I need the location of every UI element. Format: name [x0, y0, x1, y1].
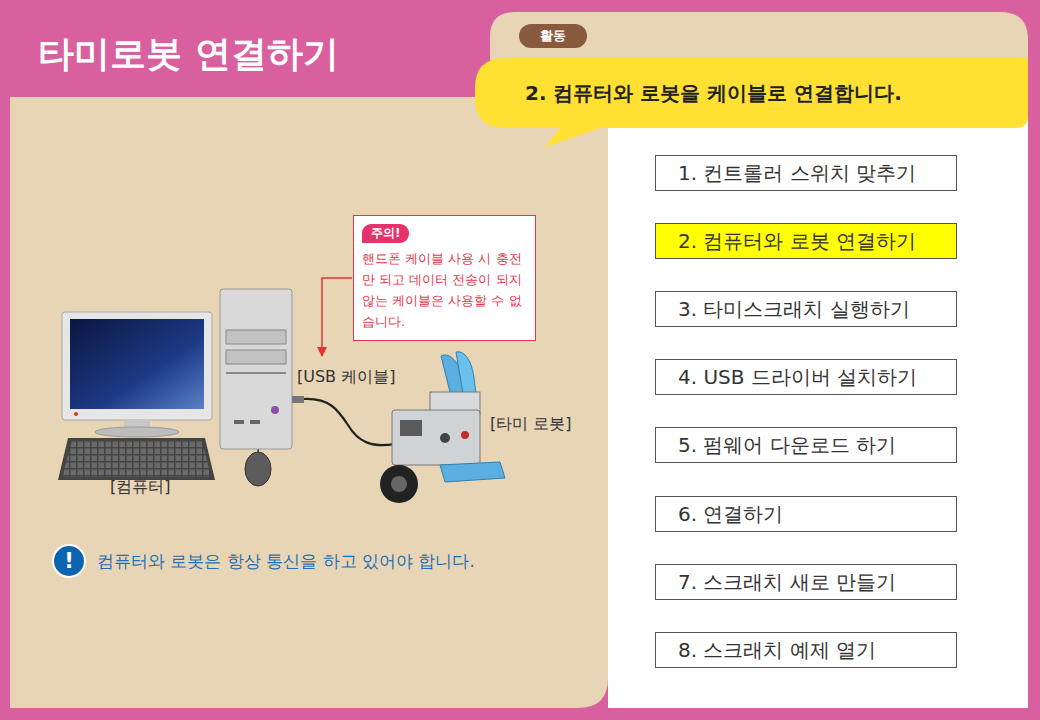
part-label: [타미 로봇]: [490, 414, 572, 435]
node-text: 8. 스크래치 예제 열기: [678, 633, 876, 667]
usb-plug: [292, 396, 304, 403]
node-text: 4. USB 드라이버 설치하기: [678, 360, 917, 394]
robot-hub: [391, 476, 407, 492]
tab-band: [490, 12, 1028, 60]
step-box: 5. 펌웨어 다운로드 하기: [655, 427, 957, 463]
keyboard-keys: [62, 441, 211, 477]
part-label: [USB 케이블]: [297, 367, 395, 388]
part-label: [컴퓨터]: [110, 477, 170, 498]
monitor-base: [95, 427, 179, 437]
robot-body: [392, 410, 480, 465]
monitor: [62, 312, 212, 420]
note-text: 컴퓨터와 로봇은 항상 통신을 하고 있어야 합니다.: [97, 550, 475, 573]
instruction-banner: 2. 컴퓨터와 로봇을 케이블로 연결합니다.: [475, 58, 1028, 128]
activity-tab: 활동: [519, 24, 587, 48]
node-text: 활동: [519, 24, 587, 48]
usb-port: [250, 420, 260, 424]
node-text: 5. 펌웨어 다운로드 하기: [678, 428, 896, 462]
content-panel: [10, 97, 608, 708]
robot-bolt: [440, 433, 450, 443]
node-text: 3. 타미스크래치 실행하기: [678, 292, 910, 326]
step-box: 4. USB 드라이버 설치하기: [655, 359, 957, 395]
drive-bay: [226, 350, 286, 364]
tower-line: [226, 372, 286, 374]
caution-box: 주의! 핸드폰 케이블 사용 시 충전만 되고 데이터 전송이 되지 않는 케이블…: [353, 215, 536, 341]
node-text: 2. 컴퓨터와 로봇을 케이블로 연결합니다.: [475, 58, 1028, 128]
step-box: 1. 컨트롤러 스위치 맞추기: [655, 155, 957, 191]
page-title: 타미로봇 연결하기: [38, 30, 339, 79]
keyboard: [58, 438, 215, 480]
power-button: [271, 406, 279, 414]
leader-line: [322, 278, 352, 356]
mouse: [245, 452, 271, 486]
node-text: 2. 컴퓨터와 로봇 연결하기: [678, 224, 916, 258]
node-text: 6. 연결하기: [678, 497, 783, 531]
step-box: 2. 컴퓨터와 로봇 연결하기: [655, 223, 957, 259]
node-text: 핸드폰 케이블 사용 시 충전만 되고 데이터 전송이 되지 않는 케이블은 사…: [362, 248, 527, 332]
step-box: 3. 타미스크래치 실행하기: [655, 291, 957, 327]
node-text: 1. 컨트롤러 스위치 맞추기: [678, 156, 916, 190]
node-text: 7. 스크래치 새로 만들기: [678, 565, 896, 599]
robot-led: [461, 431, 469, 439]
info-icon: !: [52, 544, 86, 578]
usb-cable: [304, 399, 395, 445]
step-box: 6. 연결하기: [655, 496, 957, 532]
step-box: 8. 스크래치 예제 열기: [655, 632, 957, 668]
step-box: 7. 스크래치 새로 만들기: [655, 564, 957, 600]
drive-bay: [226, 330, 286, 344]
pc-tower: [220, 289, 292, 449]
monitor-screen: [70, 319, 204, 409]
robot-port: [400, 420, 422, 436]
usb-port: [234, 420, 244, 424]
robot-wheel: [380, 465, 418, 503]
robot-plate: [440, 462, 505, 482]
caution-tag: 주의!: [362, 224, 409, 243]
power-led: [74, 412, 78, 416]
banner-fill: [475, 58, 1028, 147]
step-panel: [608, 40, 1028, 708]
